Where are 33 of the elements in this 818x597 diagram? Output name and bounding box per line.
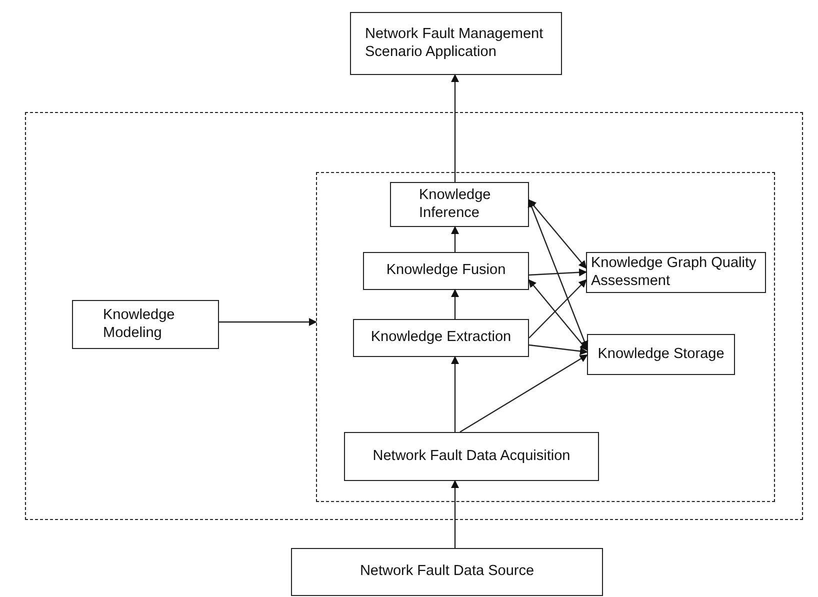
arrow <box>528 344 588 356</box>
dashed-group-frame <box>316 172 775 502</box>
dashed-group-frame <box>25 112 803 520</box>
box-label: Network Fault Data Source <box>360 563 534 581</box>
process-box <box>353 319 529 357</box>
box-label: Knowledge Graph Quality Assessment <box>591 255 758 290</box>
arrow <box>528 279 588 351</box>
arrow <box>451 480 459 548</box>
process-box <box>344 432 599 481</box>
box-label: Network Fault Data Acquisition <box>372 448 570 466</box>
process-box <box>390 182 529 227</box>
arrow <box>528 268 587 276</box>
arrow <box>460 354 588 433</box>
process-box <box>291 548 603 596</box>
box-label: Knowledge Fusion <box>386 262 506 280</box>
process-box <box>350 12 562 75</box>
process-box <box>72 300 219 349</box>
arrow <box>451 289 459 319</box>
process-box <box>363 252 529 290</box>
box-label: Knowledge Inference <box>419 187 492 222</box>
arrow <box>219 318 317 326</box>
arrow <box>451 226 459 252</box>
process-box <box>587 334 735 375</box>
arrow <box>528 199 587 269</box>
box-label: Knowledge Storage <box>598 346 724 364</box>
box-label: Network Fault Management Scenario Application <box>365 26 544 61</box>
arrow <box>528 279 587 338</box>
arrow <box>451 74 459 182</box>
process-box <box>586 252 766 293</box>
arrow <box>528 199 588 349</box>
arrow <box>451 356 459 432</box>
box-label: Knowledge Modeling <box>103 307 176 342</box>
box-label: Knowledge Extraction <box>370 329 512 347</box>
